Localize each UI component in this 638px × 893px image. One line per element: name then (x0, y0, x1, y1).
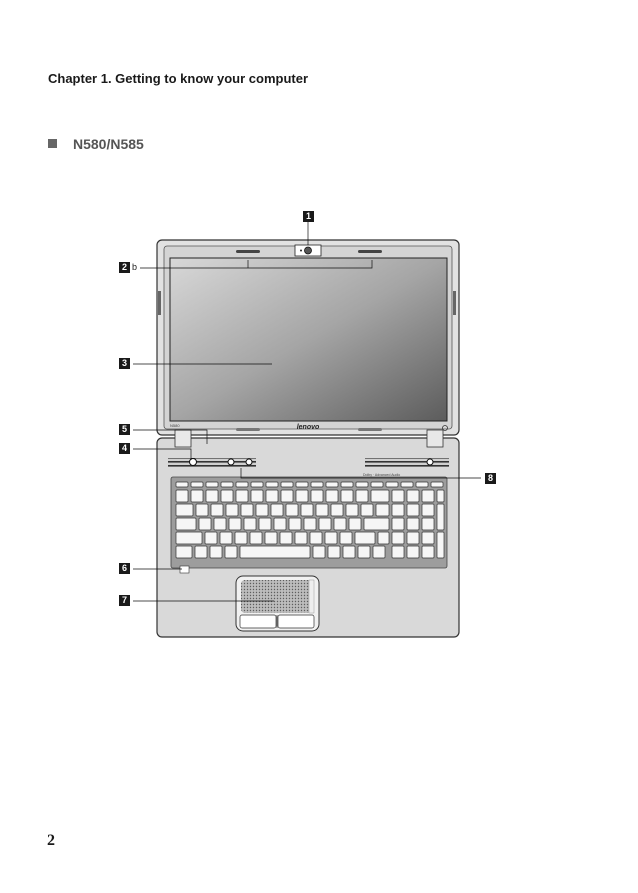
square-bullet-icon (48, 139, 57, 148)
speaker-grill-right (365, 458, 449, 467)
power-button (189, 458, 197, 466)
page-number: 2 (47, 832, 55, 849)
touchpad-right-button (277, 614, 315, 629)
callout-3: 3 (119, 358, 130, 369)
callout-2: 2 (119, 262, 130, 273)
callout-6: 6 (119, 563, 130, 574)
touchpad-left-button (239, 614, 277, 629)
callout-7: 7 (119, 595, 130, 606)
camera-icon (304, 246, 312, 255)
callout-4: 4 (119, 443, 130, 454)
lenovo-logo: lenovo (297, 424, 320, 431)
callout-leader-lines (133, 222, 481, 602)
chapter-title: Chapter 1. Getting to know your computer (48, 71, 309, 86)
svg-text:N580: N580 (170, 423, 180, 428)
microphone-grill-right (358, 250, 382, 253)
speaker-grill-left (168, 458, 256, 467)
svg-text:Dolby · Advanced Audio: Dolby · Advanced Audio (363, 473, 400, 477)
callout-5: 5 (119, 424, 130, 435)
status-indicator (179, 565, 190, 574)
model-heading: N580/N585 (48, 136, 144, 152)
callout-2-suffix: b (132, 262, 138, 272)
keyboard-keys (175, 481, 445, 559)
display-screen (169, 257, 448, 422)
callout-8: 8 (485, 473, 496, 484)
callout-1: 1 (303, 211, 314, 222)
model-heading-text: N580/N585 (73, 136, 144, 152)
microphone-grill-left (236, 250, 260, 253)
